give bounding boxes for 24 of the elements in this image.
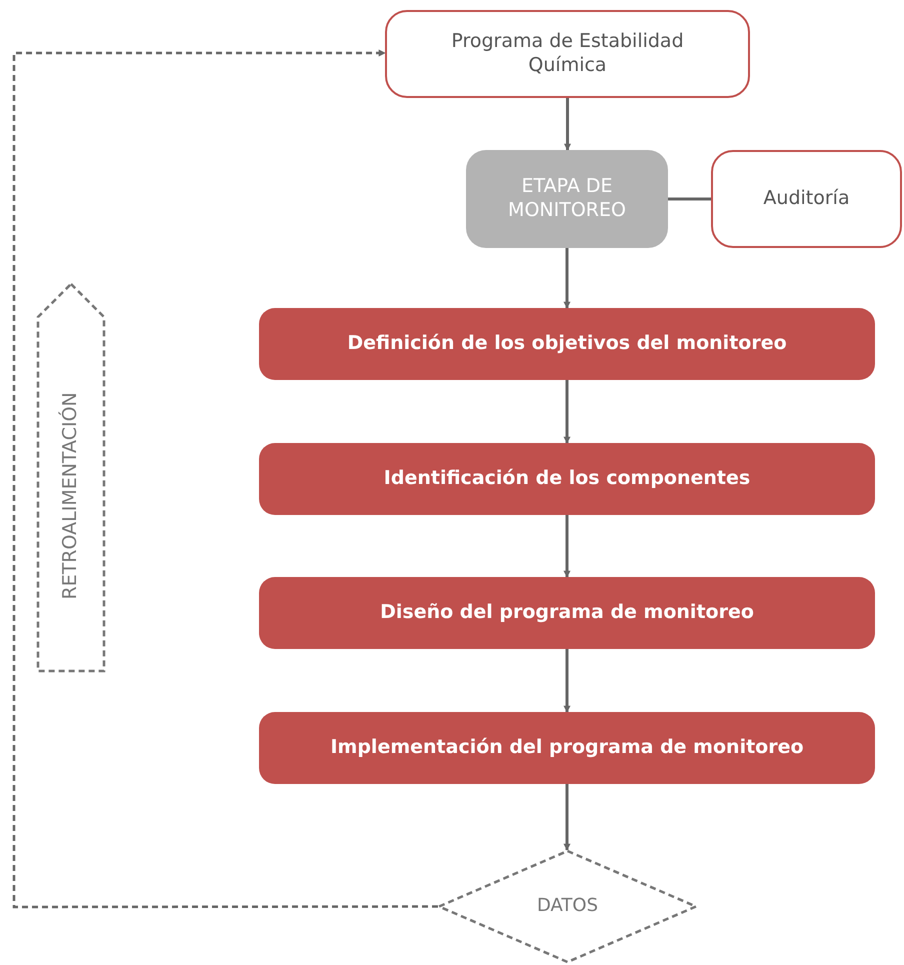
step-box bbox=[259, 443, 875, 515]
arrow bbox=[564, 380, 570, 444]
arrow bbox=[564, 515, 570, 578]
arrow bbox=[564, 784, 570, 851]
node-label: Programa de Estabilidad Química bbox=[450, 30, 685, 78]
step-box bbox=[259, 308, 875, 380]
node-label: Auditoría bbox=[763, 187, 850, 211]
arrow bbox=[564, 248, 570, 309]
node-label: ETAPA DE MONITOREO bbox=[507, 175, 627, 223]
node-label: Definición de los objetivos del monitoreo bbox=[347, 332, 787, 356]
node-label: Identificación de los componentes bbox=[384, 467, 750, 491]
feedback-label: RETROALIMENTACIÓN bbox=[59, 392, 82, 600]
feedback-arrow bbox=[12, 50, 438, 908]
arrow bbox=[564, 649, 570, 713]
connector-line bbox=[668, 198, 711, 200]
stage-box bbox=[466, 150, 668, 248]
step-box bbox=[259, 712, 875, 784]
process-box bbox=[385, 10, 750, 98]
node-label: Diseño del programa de monitoreo bbox=[380, 601, 754, 625]
node-label: Implementación del programa de monitoreo bbox=[330, 736, 804, 760]
process-box bbox=[711, 150, 902, 248]
step-box bbox=[259, 577, 875, 649]
node-label: DATOS bbox=[536, 895, 598, 918]
arrow bbox=[564, 98, 571, 151]
